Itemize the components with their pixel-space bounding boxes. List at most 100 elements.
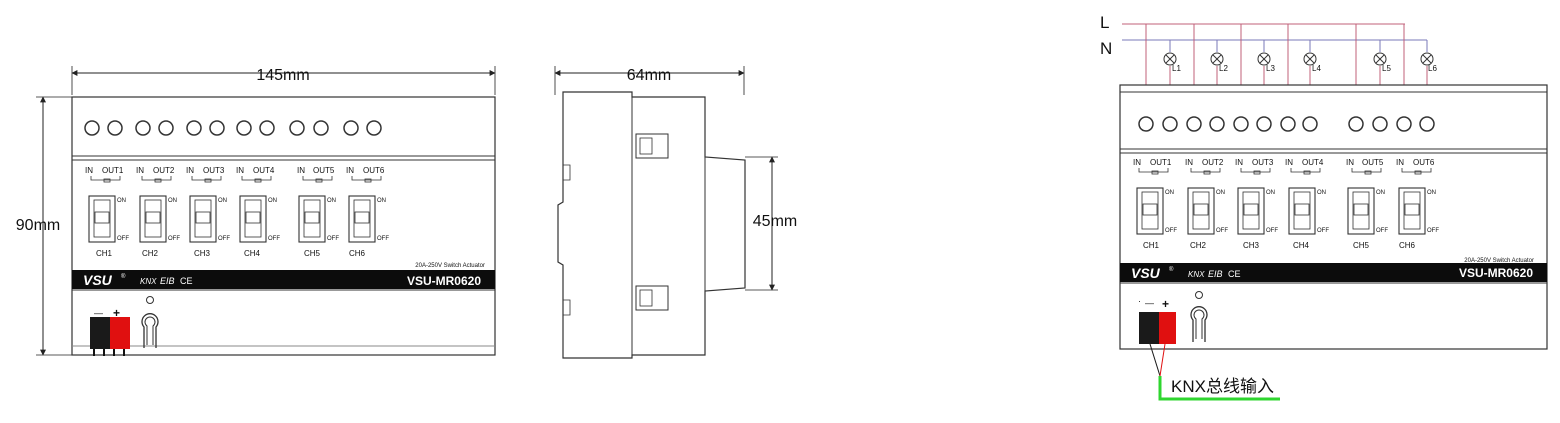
svg-text:OFF: OFF <box>327 236 339 242</box>
lamp-2: L2 <box>1210 52 1228 73</box>
neutral-label: N <box>1100 39 1112 58</box>
wiring-channel-6: IN OUT6 ON OFF CH6 <box>1396 158 1439 250</box>
program-button[interactable] <box>141 313 159 348</box>
channel-switch[interactable] <box>189 195 217 243</box>
channel-switch[interactable] <box>239 195 267 243</box>
svg-text:L5: L5 <box>1382 64 1391 73</box>
wiring-channel-4: IN OUT4 ON OFF CH4 <box>1285 158 1329 250</box>
terminal-screw <box>135 120 151 136</box>
svg-text:CH1: CH1 <box>1143 241 1160 250</box>
front-channel-6: IN OUT6 ON OFF CH6 <box>346 166 389 258</box>
svg-text:ON: ON <box>1165 190 1174 196</box>
svg-text:L6: L6 <box>1428 64 1437 73</box>
svg-text:IN: IN <box>346 166 354 175</box>
svg-text:CH4: CH4 <box>1293 241 1310 250</box>
front-brand: VSU <box>83 272 113 288</box>
svg-text:CH1: CH1 <box>96 249 113 258</box>
svg-text:OFF: OFF <box>1266 228 1278 234</box>
terminal-screw <box>289 120 305 136</box>
svg-text:ON: ON <box>1266 190 1275 196</box>
svg-text:IN: IN <box>1396 158 1404 167</box>
wiring-view: L N <box>1100 13 1548 401</box>
svg-text:ON: ON <box>1376 190 1385 196</box>
svg-text:OFF: OFF <box>377 236 389 242</box>
svg-text:OFF: OFF <box>1317 228 1329 234</box>
svg-text:OFF: OFF <box>1376 228 1388 234</box>
terminal-screw <box>186 120 202 136</box>
lamp-3: L3 <box>1257 52 1275 73</box>
svg-text:CH5: CH5 <box>304 249 321 258</box>
terminal-screw <box>84 120 100 136</box>
svg-text:OFF: OFF <box>268 236 280 242</box>
lamp-1: L1 <box>1163 52 1181 73</box>
svg-text:IN: IN <box>1346 158 1354 167</box>
channel-switch[interactable] <box>1398 187 1426 235</box>
channel-switch[interactable] <box>1187 187 1215 235</box>
channel-switch[interactable] <box>1136 187 1164 235</box>
svg-text:ON: ON <box>268 198 277 204</box>
svg-text:OUT5: OUT5 <box>313 166 335 175</box>
svg-text:IN: IN <box>136 166 144 175</box>
knx-bus-label: KNX总线输入 <box>1171 377 1274 396</box>
svg-text:L2: L2 <box>1219 64 1228 73</box>
wiring-channel-2: IN OUT2 ON OFF CH2 <box>1185 158 1228 250</box>
front-terminal-row <box>84 120 382 136</box>
wiring-device-body <box>1119 84 1548 350</box>
wiring-terminal-row <box>1138 116 1435 132</box>
svg-text:OUT1: OUT1 <box>1150 158 1172 167</box>
svg-text:CH3: CH3 <box>1243 241 1260 250</box>
svg-text:OUT3: OUT3 <box>1252 158 1274 167</box>
width-dim-label: 145mm <box>256 67 309 84</box>
svg-text:OFF: OFF <box>1427 228 1439 234</box>
svg-text:ON: ON <box>168 198 177 204</box>
front-subtitle: 20A-250V Switch Actuator <box>415 263 485 269</box>
svg-text:IN: IN <box>1235 158 1243 167</box>
channel-switch[interactable] <box>88 195 116 243</box>
svg-text:IN: IN <box>1133 158 1141 167</box>
svg-text:OUT5: OUT5 <box>1362 158 1384 167</box>
svg-text:IN: IN <box>186 166 194 175</box>
svg-text:ON: ON <box>1317 190 1326 196</box>
terminal-screw <box>236 120 252 136</box>
front-model: VSU-MR0620 <box>407 274 481 288</box>
wiring-bus-connector: · — + KNX总线输入 <box>1138 291 1280 401</box>
channel-switch[interactable] <box>1347 187 1375 235</box>
wiring-subtitle: 20A-250V Switch Actuator <box>1464 258 1534 264</box>
front-channel-5: IN OUT5 ON OFF CH5 <box>297 166 339 258</box>
svg-text:+: + <box>113 306 120 320</box>
front-channel-1: IN OUT1 ON OFF CH1 <box>85 166 129 258</box>
front-view: 145mm 90mm IN OUT1 <box>16 66 496 356</box>
wiring-label-band <box>1120 263 1547 282</box>
front-channel-3: IN OUT3 ON OFF CH3 <box>186 166 230 258</box>
knx-logo: KNX <box>1188 270 1205 279</box>
profile-dim-label: 45mm <box>753 213 797 230</box>
svg-text:CH6: CH6 <box>1399 241 1416 250</box>
terminal-screw <box>259 120 275 136</box>
svg-text:CH3: CH3 <box>194 249 211 258</box>
channel-switch[interactable] <box>139 195 167 243</box>
channel-switch[interactable] <box>348 195 376 243</box>
wiring-model: VSU-MR0620 <box>1459 266 1533 280</box>
program-button[interactable] <box>1190 306 1208 342</box>
svg-text:OUT3: OUT3 <box>203 166 225 175</box>
knx-logo: KNX <box>140 277 157 286</box>
height-dim-label: 90mm <box>16 217 60 234</box>
terminal-screw <box>107 120 123 136</box>
front-bus-connector: — + <box>90 296 159 356</box>
terminal-screw <box>366 120 382 136</box>
svg-text:OUT6: OUT6 <box>363 166 385 175</box>
svg-text:OUT4: OUT4 <box>253 166 275 175</box>
svg-text:ON: ON <box>1427 190 1436 196</box>
terminal-screw <box>343 120 359 136</box>
depth-dim-label: 64mm <box>627 67 671 84</box>
front-body <box>71 96 496 356</box>
svg-text:OFF: OFF <box>117 236 129 242</box>
channel-switch[interactable] <box>1237 187 1265 235</box>
svg-text:IN: IN <box>297 166 305 175</box>
channel-switch[interactable] <box>298 195 326 243</box>
svg-text:OUT6: OUT6 <box>1413 158 1435 167</box>
svg-text:ON: ON <box>377 198 386 204</box>
channel-switch[interactable] <box>1288 187 1316 235</box>
svg-text:—: — <box>94 308 103 318</box>
